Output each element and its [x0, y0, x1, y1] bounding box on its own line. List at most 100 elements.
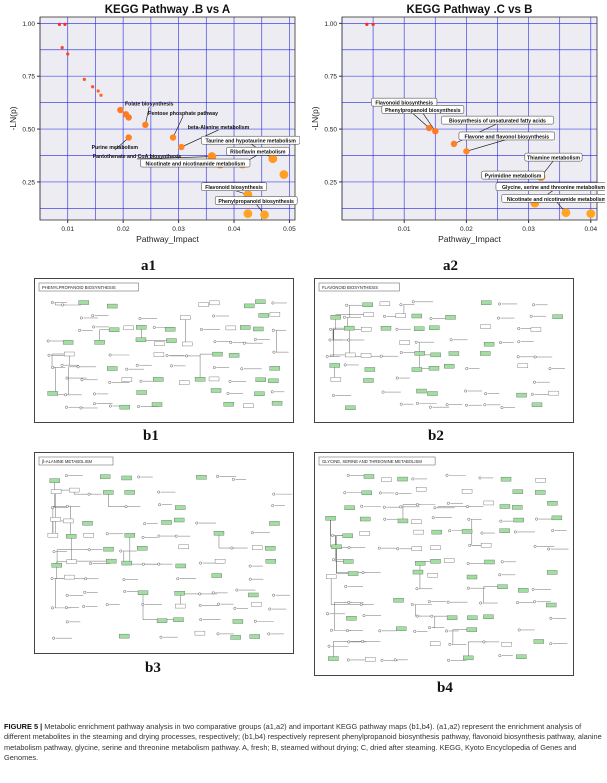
map-enzyme-box	[137, 590, 149, 595]
map-enzyme-box	[119, 633, 130, 639]
map-compound-node	[531, 588, 535, 591]
annotation-box	[381, 105, 465, 114]
map-enzyme-box	[173, 517, 185, 523]
map-compound-node	[497, 316, 500, 320]
map-compound-node	[446, 501, 450, 505]
annotation-box	[226, 146, 290, 156]
annotation: Pentose phosphate pathway	[148, 111, 218, 117]
map-compound-node	[549, 616, 553, 620]
map-edge	[432, 616, 435, 628]
map-enzyme-box	[178, 544, 189, 550]
annotation-box	[481, 170, 545, 180]
map-compound-node	[449, 338, 453, 342]
map-enzyme-box	[47, 532, 59, 538]
map-enzyme-box	[411, 546, 423, 551]
map-enzyme-box	[78, 300, 89, 305]
map-enzyme-box	[210, 388, 222, 393]
map-enzyme-box	[414, 561, 426, 566]
annotation: Pantothenate and CoA biosynthesis	[93, 154, 182, 160]
map-compound-node	[79, 406, 83, 410]
map-compound-node	[346, 629, 349, 633]
annotation: Taurine and hypotaurine metabolism	[201, 135, 300, 145]
map-enzyme-box	[448, 351, 460, 356]
annotation-label: Flavonoid biosynthesis	[375, 101, 433, 107]
map-compound-node	[468, 544, 472, 547]
map-enzyme-box	[82, 521, 93, 526]
map-compound-node	[229, 341, 233, 344]
x-tick-label: 0.01	[61, 226, 74, 233]
map-enzyme-box	[179, 380, 190, 385]
map-compound-node	[272, 593, 275, 597]
map-edge	[468, 641, 487, 658]
data-point	[450, 140, 458, 148]
map-enzyme-box	[548, 390, 559, 396]
map-compound-node	[92, 325, 96, 329]
y-tick-label: 0.75	[22, 74, 35, 81]
map-enzyme-box	[343, 559, 354, 564]
map-enzyme-box	[484, 559, 495, 565]
map-enzyme-box	[412, 569, 424, 575]
map-enzyme-box	[411, 367, 423, 372]
annotation: Flavone and flavonol biosynthesis	[458, 131, 555, 141]
map-enzyme-box	[360, 352, 372, 358]
caption-text: Metabolic enrichment pathway analysis in…	[4, 722, 602, 763]
map-enzyme-box	[361, 490, 372, 496]
map-enzyme-box	[265, 558, 277, 564]
map-compound-node	[141, 603, 145, 606]
y-tick-label: 0.25	[324, 179, 337, 186]
map-enzyme-box	[443, 558, 455, 563]
annotation-label: Thiamine metabolism	[527, 156, 580, 162]
map-compound-node	[378, 629, 382, 633]
map-enzyme-box	[265, 546, 276, 551]
y-axis-label: -LN(p)	[310, 106, 320, 130]
x-tick-label: 0.03	[172, 226, 185, 233]
map-edge	[276, 330, 277, 353]
annotation: Folate biosynthesis	[125, 102, 174, 108]
map-enzyme-box	[66, 534, 77, 539]
map-enzyme-box	[516, 392, 527, 398]
map-compound-node	[79, 316, 83, 320]
map-compound-node	[213, 340, 217, 344]
y-axis-label: -LN(p)	[8, 106, 18, 130]
map-edge	[332, 327, 350, 340]
map-enzyme-box	[66, 559, 77, 564]
map-compound-node	[87, 548, 91, 552]
annotation-label: Pantothenate and CoA biosynthesis	[93, 154, 182, 160]
map-edge	[218, 533, 235, 549]
annotation-label: Nicotinate and nicotinamide metabolism	[145, 162, 245, 168]
map-edge	[334, 602, 352, 631]
map-edge	[415, 604, 421, 617]
map-compound-node	[139, 379, 143, 383]
map-compound-node	[345, 303, 349, 307]
map-compound-node	[331, 534, 334, 537]
annotation: Biosynthesis of unsaturated fatty acids	[441, 115, 554, 125]
map-enzyme-box	[269, 366, 280, 371]
map-enzyme-box	[443, 364, 455, 369]
annotation-box	[458, 131, 555, 141]
map-enzyme-box	[345, 405, 356, 410]
map-compound-node	[478, 476, 482, 480]
x-tick-label: 0.04	[228, 226, 241, 233]
map-enzyme-box	[182, 341, 193, 347]
map-enzyme-box	[269, 521, 280, 526]
map-enzyme-box	[251, 602, 262, 607]
map-compound-node	[344, 585, 348, 588]
data-point	[463, 148, 470, 155]
map-enzyme-box	[121, 377, 133, 382]
data-point	[125, 134, 132, 141]
map-title: β-ALANINE METABOLISM	[42, 459, 93, 464]
annotation: Phenylpropanoid biosynthesis	[381, 105, 465, 114]
map-edge	[51, 353, 70, 356]
map-enzyme-box	[413, 326, 425, 331]
map-compound-node	[80, 378, 84, 382]
map-compound-node	[332, 394, 335, 397]
map-enzyme-box	[64, 574, 75, 580]
data-point	[169, 134, 177, 141]
map-enzyme-box	[230, 635, 241, 640]
map-enzyme-box	[255, 377, 266, 382]
map-compound-node	[82, 605, 86, 608]
map-compound-node	[157, 534, 161, 538]
map-edge	[51, 355, 56, 368]
map-compound-node	[410, 603, 414, 606]
map-compound-node	[343, 363, 347, 367]
